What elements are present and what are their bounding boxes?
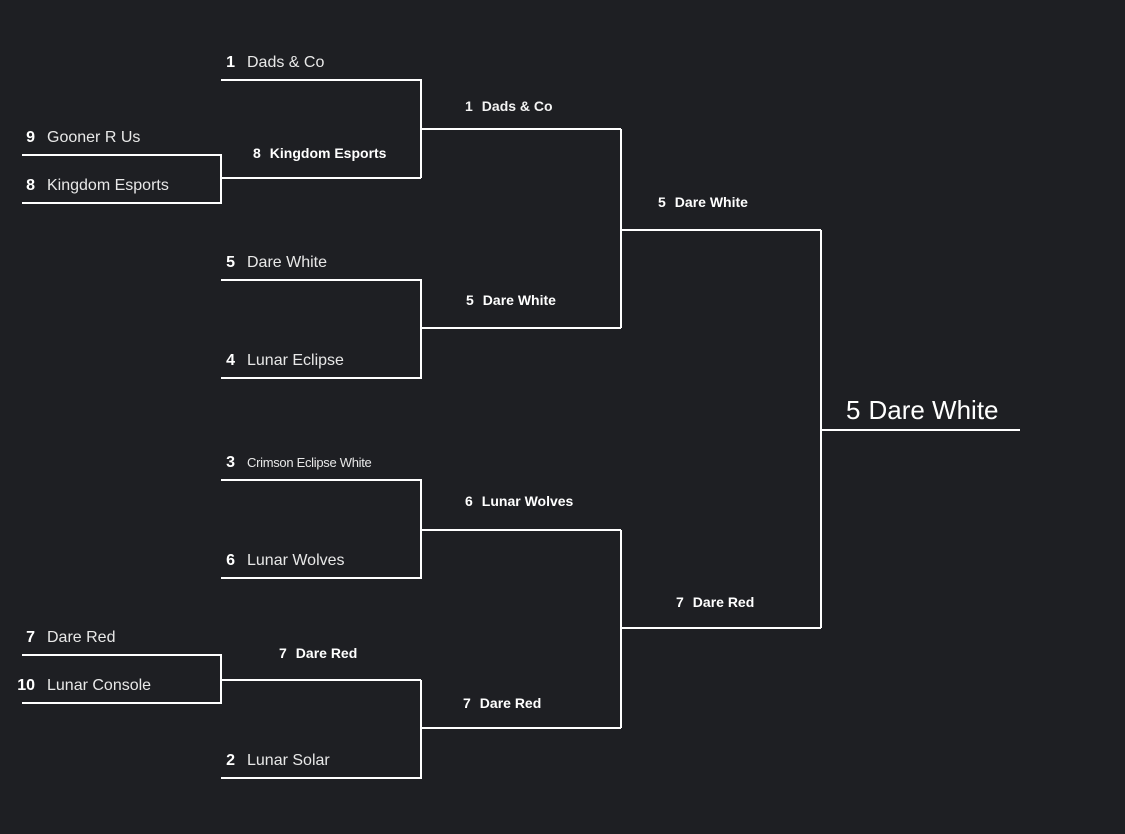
seed-number: 5	[226, 254, 235, 271]
seed-number: 7	[26, 629, 35, 646]
team-name: Kingdom Esports	[47, 177, 169, 194]
team-name: Dare Red	[479, 695, 542, 711]
team-name: Lunar Wolves	[481, 493, 574, 509]
team-name: Crimson Eclipse White	[247, 455, 372, 470]
advance-qf4: 7 Dare Red	[463, 696, 541, 710]
seed-number: 4	[226, 352, 235, 369]
seed-number: 9	[26, 129, 35, 146]
entry-crimson-eclipse-white: 3 Crimson Eclipse White	[213, 454, 372, 471]
entry-dare-white: 5 Dare White	[213, 255, 327, 271]
seed-number: 1	[465, 98, 473, 114]
seed-number: 6	[465, 493, 473, 509]
seed-number: 5	[658, 194, 666, 210]
seed-number: 6	[226, 552, 235, 569]
advance-qf1: 1 Dads & Co	[465, 99, 553, 113]
team-name: Kingdom Esports	[269, 145, 387, 161]
entry-dare-red: 7 Dare Red	[13, 630, 115, 646]
seed-number: 3	[226, 454, 235, 471]
seed-number: 2	[226, 752, 235, 769]
seed-number: 5	[466, 292, 474, 308]
team-name: Dare White	[482, 292, 556, 308]
advance-playin-bottom: 7 Dare Red	[279, 646, 357, 660]
team-name: Dads & Co	[247, 54, 325, 71]
seed-number: 7	[676, 594, 684, 610]
entry-gooner-r-us: 9 Gooner R Us	[13, 130, 140, 146]
entry-lunar-wolves: 6 Lunar Wolves	[213, 552, 345, 569]
team-name: Dare Red	[692, 594, 755, 610]
entry-kingdom-esports: 8 Kingdom Esports	[13, 178, 169, 194]
advance-playin-top: 8 Kingdom Esports	[253, 146, 386, 160]
entry-dads-co: 1 Dads & Co	[213, 55, 324, 71]
team-name: Lunar Console	[47, 677, 152, 694]
team-name: Lunar Eclipse	[247, 352, 344, 369]
seed-number: 7	[279, 645, 287, 661]
seed-number: 8	[26, 177, 35, 194]
seed-number: 10	[17, 677, 35, 694]
advance-sf1: 5 Dare White	[658, 195, 748, 209]
team-name: Dads & Co	[481, 98, 553, 114]
team-name: Dare White	[247, 254, 328, 271]
advance-qf3: 6 Lunar Wolves	[465, 494, 573, 508]
team-name: Lunar Solar	[247, 752, 330, 769]
team-name: Gooner R Us	[47, 129, 141, 146]
champion-team: Dare White	[868, 395, 999, 425]
team-name: Dare Red	[295, 645, 358, 661]
team-name: Dare Red	[47, 629, 116, 646]
entry-lunar-eclipse: 4 Lunar Eclipse	[213, 353, 344, 369]
connector-qf4	[221, 680, 422, 779]
connector-qf1	[221, 79, 422, 178]
team-name: Lunar Wolves	[247, 552, 345, 569]
champion-seed: 5	[846, 395, 861, 425]
seed-number: 1	[226, 54, 235, 71]
advance-qf2: 5 Dare White	[466, 293, 556, 307]
team-name: Dare White	[674, 194, 748, 210]
seed-number: 7	[463, 695, 471, 711]
entry-lunar-console: 10 Lunar Console	[13, 678, 151, 694]
advance-sf2: 7 Dare Red	[676, 595, 754, 609]
entry-lunar-solar: 2 Lunar Solar	[213, 753, 330, 769]
seed-number: 8	[253, 145, 261, 161]
